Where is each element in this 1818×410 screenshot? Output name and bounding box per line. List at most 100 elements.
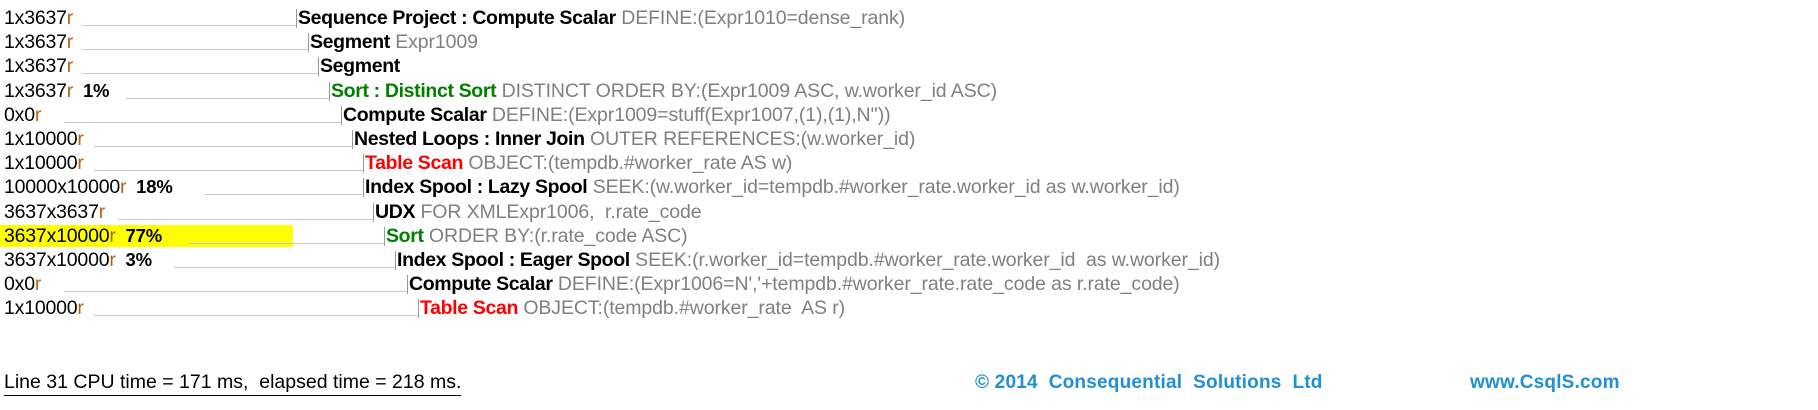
row-cost-cell: 1x3637r [4, 30, 73, 54]
row-cost-cell: 0x0r [4, 103, 41, 127]
leader-line [82, 25, 296, 26]
row-count-estimate: 3637x10000 [4, 224, 110, 247]
tree-branch-tick [318, 57, 319, 77]
operator-name: Compute Scalar [409, 273, 553, 296]
operator-name: Sort : Distinct Sort [331, 79, 497, 102]
operator-cell[interactable]: Sequence Project : Compute Scalar DEFINE… [298, 6, 905, 30]
row-count-estimate: 1x3637 [4, 55, 67, 78]
row-count-suffix: r [77, 128, 84, 150]
operator-cell[interactable]: Segment Expr1009 [310, 30, 478, 54]
operator-cell[interactable]: Index Spool : Eager Spool SEEK:(r.worker… [397, 248, 1220, 272]
operator-name: Compute Scalar [343, 103, 487, 126]
row-count-estimate: 1x10000 [4, 128, 78, 150]
operator-argument: SEEK:(r.worker_id=tempdb.#worker_rate.wo… [629, 249, 1220, 271]
operator-name: UDX [375, 200, 416, 223]
operator-cell[interactable]: Index Spool : Lazy Spool SEEK:(w.worker_… [365, 175, 1180, 199]
operator-cell[interactable]: Sort ORDER BY:(r.rate_code ASC) [386, 224, 688, 248]
row-count-suffix: r [34, 273, 42, 296]
tree-branch-tick [384, 226, 385, 246]
leader-line [64, 121, 341, 123]
plan-row[interactable]: 1x3637r Segment [0, 54, 1818, 78]
leader-line [82, 73, 318, 75]
operator-cell[interactable]: UDX FOR XMLExpr1006, r.rate_code [375, 200, 702, 224]
plan-row[interactable]: 3637x10000r 3% Index Spool : Eager Spool … [0, 248, 1818, 272]
tree-branch-tick [296, 9, 297, 28]
operator-cell[interactable]: Table Scan OBJECT:(tempdb.#worker_rate A… [420, 296, 845, 320]
operator-cell[interactable]: Table Scan OBJECT:(tempdb.#worker_rate A… [365, 151, 792, 175]
row-cost-cell: 3637x3637r [4, 200, 105, 224]
row-cost-cell: 3637x10000r 3% [4, 248, 152, 272]
row-cost-cell: 1x3637r 1% [4, 79, 109, 103]
row-cost-cell: 1x3637r [4, 54, 73, 78]
leader-line [204, 194, 363, 196]
plan-row[interactable]: 10000x10000r 18% Index Spool : Lazy Spool… [0, 175, 1818, 199]
plan-row[interactable]: 1x10000r Nested Loops : Inner Join OUTER … [0, 127, 1818, 151]
operator-name: Index Spool : Eager Spool [397, 249, 630, 271]
leader-line [94, 315, 418, 317]
operator-cell[interactable]: Compute Scalar DEFINE:(Expr1006=N','+tem… [409, 272, 1180, 296]
plan-row[interactable]: 1x3637r Sequence Project : Compute Scalar… [0, 6, 1818, 30]
row-cost-cell: 3637x10000r 77% [4, 224, 162, 248]
row-count-estimate: 0x0 [4, 273, 35, 296]
plan-row[interactable]: 0x0r Compute Scalar DEFINE:(Expr1006=N','… [0, 272, 1818, 296]
operator-argument: DEFINE:(Expr1010=dense_rank) [615, 7, 906, 29]
row-count-suffix: r [109, 249, 116, 271]
copyright-notice: © 2014 Consequential Solutions Ltd [975, 372, 1323, 393]
operator-name: Nested Loops : Inner Join [354, 128, 585, 150]
operator-name: Segment [310, 31, 390, 54]
operator-argument: ORDER BY:(r.rate_code ASC) [423, 224, 688, 247]
plan-row[interactable]: 1x10000r Table Scan OBJECT:(tempdb.#worke… [0, 296, 1818, 320]
leader-line [118, 218, 373, 220]
row-count-suffix: r [77, 297, 84, 320]
leader-line [174, 267, 395, 268]
operator-cell[interactable]: Sort : Distinct Sort DISTINCT ORDER BY:(… [331, 79, 997, 103]
operator-name: Index Spool : Lazy Spool [365, 176, 588, 199]
operator-name: Sort [386, 224, 424, 247]
plan-row[interactable]: 1x3637r Segment Expr1009 [0, 30, 1818, 54]
plan-row[interactable]: 1x3637r 1% Sort : Distinct Sort DISTINCT … [0, 79, 1818, 103]
row-count-suffix: r [109, 224, 116, 247]
operator-argument: DISTINCT ORDER BY:(Expr1009 ASC, w.worke… [496, 79, 998, 102]
tree-branch-tick [352, 130, 353, 149]
tree-branch-tick [363, 154, 364, 174]
plan-row[interactable]: 0x0r Compute Scalar DEFINE:(Expr1009=stuf… [0, 103, 1818, 127]
row-count-suffix: r [77, 152, 84, 175]
row-count-estimate: 1x3637 [4, 79, 67, 102]
operator-argument: OBJECT:(tempdb.#worker_rate AS w) [463, 152, 793, 175]
plan-row[interactable]: 3637x3637r UDX FOR XMLExpr1006, r.rate_co… [0, 200, 1818, 224]
operator-cell[interactable]: Nested Loops : Inner Join OUTER REFERENC… [354, 127, 915, 151]
row-count-suffix: r [66, 31, 74, 54]
operator-cell[interactable]: Compute Scalar DEFINE:(Expr1009=stuff(Ex… [343, 103, 891, 127]
operator-cell[interactable]: Segment [320, 54, 400, 78]
row-cost-percent: 77% [115, 224, 163, 246]
tree-branch-tick [329, 81, 330, 101]
operator-argument: DEFINE:(Expr1006=N','+tempdb.#worker_rat… [552, 273, 1180, 296]
operator-argument: FOR XMLExpr1006, r.rate_code [415, 200, 702, 223]
row-count-estimate: 10000x10000 [4, 176, 120, 199]
operator-name: Sequence Project : Compute Scalar [298, 7, 616, 29]
row-count-suffix: r [120, 176, 127, 199]
operator-name: Table Scan [365, 152, 464, 175]
operator-argument: Expr1009 [389, 31, 478, 54]
row-cost-percent: 1% [73, 79, 110, 101]
row-count-estimate: 1x3637 [4, 7, 67, 29]
row-count-suffix: r [66, 7, 74, 29]
leader-line [94, 146, 352, 147]
row-count-estimate: 1x10000 [4, 297, 78, 320]
plan-row[interactable]: 1x10000r Table Scan OBJECT:(tempdb.#worke… [0, 151, 1818, 175]
operator-name: Segment [320, 55, 400, 78]
tree-branch-tick [407, 275, 408, 295]
row-cost-cell: 1x10000r [4, 296, 84, 320]
tree-branch-tick [395, 251, 396, 270]
operator-argument: SEEK:(w.worker_id=tempdb.#worker_rate.wo… [587, 176, 1180, 199]
row-count-suffix: r [66, 79, 74, 102]
row-cost-percent: 18% [126, 176, 173, 198]
plan-row[interactable]: 3637x10000r 77% Sort ORDER BY:(r.rate_cod… [0, 224, 1818, 248]
row-cost-cell: 1x10000r [4, 151, 84, 175]
website-link[interactable]: www.CsqlS.com [1470, 372, 1620, 393]
operator-argument: OUTER REFERENCES:(w.worker_id) [584, 128, 916, 150]
row-cost-percent: 3% [115, 249, 153, 270]
tree-branch-tick [341, 105, 342, 125]
row-cost-cell: 1x3637r [4, 6, 73, 30]
row-cost-cell: 1x10000r [4, 127, 84, 151]
